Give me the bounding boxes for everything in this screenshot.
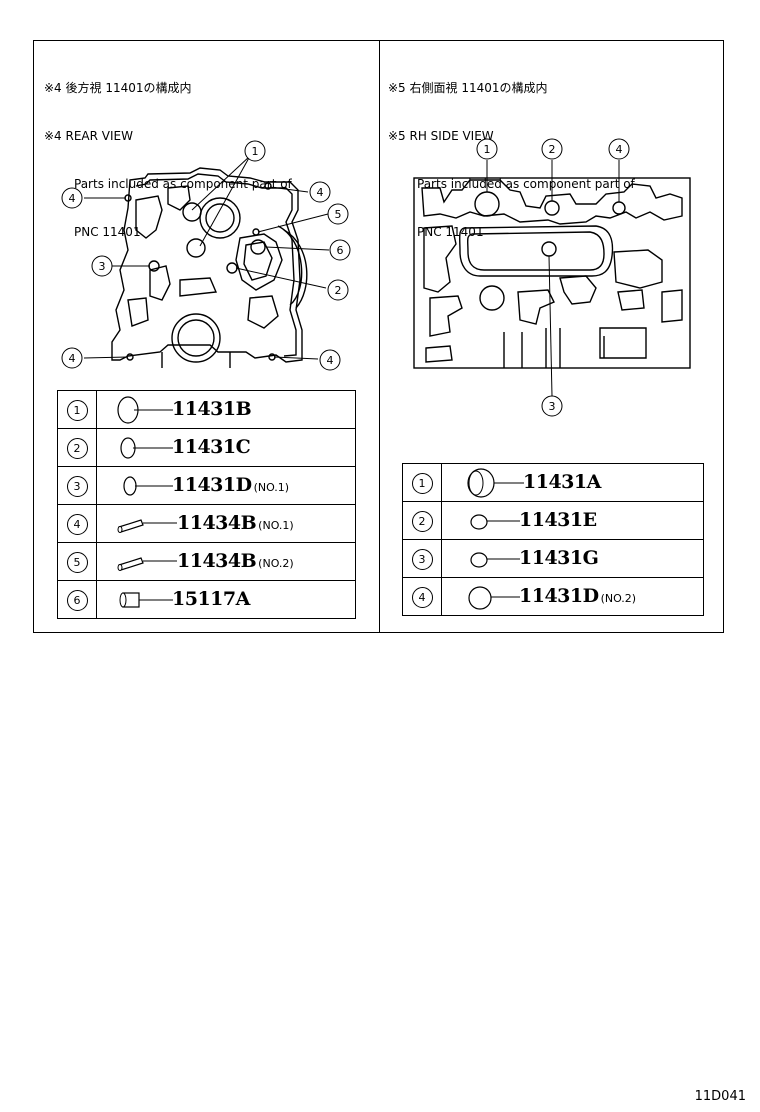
large-plug-icon <box>467 468 524 498</box>
table-row: 4 11431D(NO.2) <box>402 577 704 616</box>
part-number: 11431E <box>519 509 599 531</box>
table-row: 4 11434B(NO.1) <box>57 504 356 543</box>
part-number: 11434B(NO.2) <box>177 550 294 572</box>
row-index: 6 <box>66 589 88 611</box>
rear-callout-4-lower-right: 4 <box>319 349 341 371</box>
rear-callout-5: 5 <box>327 203 349 225</box>
part-note: (NO.1) <box>258 519 294 532</box>
rear-callout-4b-label: 4 <box>317 186 324 199</box>
row-index: 3 <box>411 548 433 570</box>
rear-callout-1: 1 <box>244 140 266 162</box>
part-number: 15117A <box>172 588 252 610</box>
part-number-text: 11431C <box>172 436 251 458</box>
row-index: 5 <box>66 551 88 573</box>
plug-icon <box>120 437 173 459</box>
part-number-text: 11431D <box>519 585 599 607</box>
table-row: 3 11431G <box>402 539 704 578</box>
part-number: 11434B(NO.1) <box>177 512 294 534</box>
rear-callout-3: 3 <box>91 255 113 277</box>
row-index: 1 <box>66 399 88 421</box>
rear-callout-2: 2 <box>327 279 349 301</box>
rh-callout-1: 1 <box>476 138 498 160</box>
rear-view-pnc: PNC 11401 <box>74 225 141 239</box>
rear-view-engine-block-diagram: 1 4 4 5 6 3 2 4 4 <box>61 140 351 371</box>
rear-view-parts-table: 1 11431B 2 11431C 3 11431D(NO.1) 4 <box>57 390 356 619</box>
rh-callout-3: 3 <box>541 395 563 417</box>
rh-callout-2: 2 <box>541 138 563 160</box>
part-note: (NO.1) <box>253 481 290 494</box>
row-index: 4 <box>411 586 433 608</box>
rear-callout-6: 6 <box>329 239 351 261</box>
part-number-text: 11431E <box>519 509 597 531</box>
pin-icon <box>117 557 177 571</box>
row-index: 1 <box>411 472 433 494</box>
table-row: 1 11431A <box>402 463 704 502</box>
rh-callout-1-label: 1 <box>484 143 491 156</box>
table-row: 6 15117A <box>57 580 356 619</box>
table-row: 5 11434B(NO.2) <box>57 542 356 581</box>
rear-callout-4-lower-left: 4 <box>61 347 83 369</box>
part-note: (NO.2) <box>258 557 294 570</box>
rear-callout-4a-label: 4 <box>69 192 76 205</box>
table-row: 2 11431C <box>57 428 356 467</box>
rear-callout-4d-label: 4 <box>327 354 334 367</box>
part-number: 11431G <box>519 547 600 569</box>
part-number: 11431D(NO.2) <box>519 585 636 607</box>
row-index: 2 <box>411 510 433 532</box>
part-number-text: 15117A <box>172 588 250 610</box>
small-plug-icon <box>470 514 520 530</box>
rear-callout-1-label: 1 <box>252 145 259 158</box>
figure-frame <box>33 40 724 633</box>
rear-callout-6-label: 6 <box>337 244 344 257</box>
rh-callout-4-label: 4 <box>616 143 623 156</box>
rear-callout-4-upper-right: 4 <box>309 181 331 203</box>
part-number-text: 11434B <box>177 512 257 534</box>
table-row: 1 11431B <box>57 390 356 429</box>
row-index: 2 <box>66 437 88 459</box>
plug-icon <box>468 586 520 610</box>
rear-callout-4c-label: 4 <box>69 352 76 365</box>
part-number: 11431B <box>172 398 253 420</box>
rh-side-view-parts-table: 1 11431A 2 11431E 3 11431G 4 11431D <box>402 463 704 616</box>
rh-side-view-engine-block-diagram: 1 2 4 3 <box>413 138 691 417</box>
part-number: 11431A <box>523 471 603 493</box>
pin-icon <box>117 519 177 533</box>
table-row: 2 11431E <box>402 501 704 540</box>
part-number-text: 11431G <box>519 547 599 569</box>
rh-side-view-title-jp: ※5 右側面視 11401の構成内 <box>388 81 548 95</box>
sleeve-icon <box>119 592 173 608</box>
rear-callout-4-upper-left: 4 <box>61 187 83 209</box>
part-number-text: 11431D <box>172 474 252 496</box>
rear-callout-2-label: 2 <box>335 284 342 297</box>
row-index: 4 <box>66 513 88 535</box>
part-number: 11431D(NO.1) <box>172 474 289 496</box>
part-number-text: 11431A <box>523 471 601 493</box>
rear-view-title-en: ※4 REAR VIEW <box>44 129 133 143</box>
drawing-code: 11D041 <box>694 1089 746 1104</box>
large-plug-icon <box>117 396 173 424</box>
part-note: (NO.2) <box>600 592 637 605</box>
part-number-text: 11431B <box>172 398 252 420</box>
rear-callout-5-label: 5 <box>335 208 342 221</box>
small-plug-icon <box>470 552 520 568</box>
rear-view-title-jp: ※4 後方視 11401の構成内 <box>44 81 192 95</box>
rh-callout-4: 4 <box>608 138 630 160</box>
rh-callout-2-label: 2 <box>549 143 556 156</box>
row-index: 3 <box>66 475 88 497</box>
table-row: 3 11431D(NO.1) <box>57 466 356 505</box>
part-number-text: 11434B <box>177 550 257 572</box>
rear-callout-3-label: 3 <box>99 260 106 273</box>
plug-icon <box>123 476 173 496</box>
panel-divider <box>379 40 380 633</box>
part-number: 11431C <box>172 436 252 458</box>
rear-view-note: Parts included as component part of <box>74 177 292 191</box>
rh-callout-3-label: 3 <box>549 400 556 413</box>
rear-view-header: ※4 後方視 11401の構成内 ※4 REAR VIEW Parts incl… <box>44 48 292 256</box>
